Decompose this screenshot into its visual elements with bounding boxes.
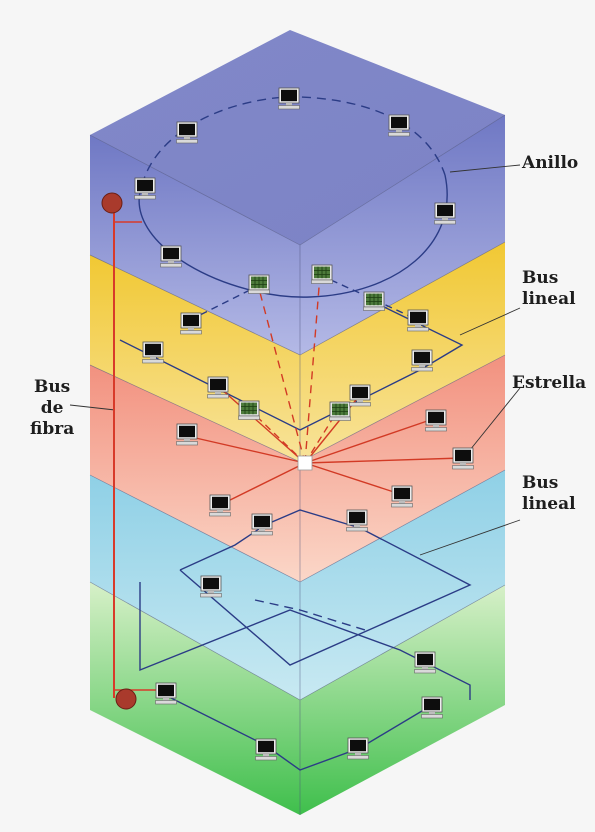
computer-icon [391, 485, 413, 508]
network-lines [69, 96, 521, 771]
layer-star-left [90, 365, 300, 582]
label-bus-top-line2: lineal [522, 289, 576, 309]
cube-top-face [90, 30, 505, 245]
hub-icon [363, 291, 385, 311]
fiber-bus [101, 192, 160, 710]
label-bus-bottom-line1: Bus [522, 473, 559, 493]
layer-bus2-right [300, 470, 505, 700]
computer-icon [411, 349, 433, 372]
computer-icon [176, 121, 198, 144]
computer-icon [349, 384, 371, 407]
leader-fiber [69, 404, 116, 411]
computer-icon [346, 509, 368, 532]
hub-icon [311, 264, 333, 284]
computer-icon [142, 341, 164, 364]
computer-icon [414, 651, 436, 674]
computer-icon [134, 177, 156, 200]
bus-bottom-back [254, 599, 366, 631]
label-bus-top-line1: Bus [522, 268, 559, 288]
computer-icon [200, 575, 222, 598]
computer-icon [421, 696, 443, 719]
layer-ring-right [300, 115, 505, 355]
label-ring-text: Anillo [522, 153, 579, 173]
bus-bottom [179, 509, 472, 666]
computer-icon [388, 114, 410, 137]
layer-green-left [90, 582, 300, 815]
label-fiber-line3: fibra [30, 419, 75, 439]
computer-icon [255, 738, 277, 761]
computer-icon [160, 245, 182, 268]
computer-icon [180, 312, 202, 335]
bus-bottom-ext [139, 582, 471, 700]
fiber-node-bottom [115, 688, 137, 710]
computer-icon [209, 494, 231, 517]
label-bus-bottom: Bus lineal [522, 473, 576, 515]
computer-icon [425, 409, 447, 432]
computer-icon [207, 376, 229, 399]
ring-back [141, 96, 446, 186]
computer-icon [452, 447, 474, 470]
hub-icon [329, 401, 351, 421]
leader-ring [449, 164, 521, 173]
computer-icon [176, 423, 198, 446]
star-hub [297, 455, 313, 471]
label-star: Estrella [512, 373, 586, 394]
layer-bus2-left [90, 475, 300, 700]
layer-bus-right [300, 242, 505, 462]
cube-faces [89, 30, 506, 815]
label-star-text: Estrella [512, 373, 587, 393]
leader-bus-bottom [419, 519, 521, 556]
label-bus-bottom-line2: lineal [522, 494, 576, 514]
label-fiber-line2: de [40, 398, 64, 418]
computer-icon [347, 737, 369, 760]
computer-icon [434, 202, 456, 225]
fiber-node-top [101, 192, 123, 214]
label-fiber: Bus de fibra [30, 377, 74, 440]
hub-icon [238, 400, 260, 420]
label-ring: Anillo [522, 153, 578, 174]
computer-icon [278, 87, 300, 110]
label-bus-top: Bus lineal [522, 268, 576, 310]
bus-green [164, 694, 433, 771]
label-fiber-line1: Bus [33, 377, 71, 397]
leader-star [469, 387, 521, 451]
computer-icon [251, 513, 273, 536]
ring-front [138, 174, 448, 298]
computer-icon [155, 682, 177, 705]
hub-icon [248, 274, 270, 294]
computer-icon [407, 309, 429, 332]
leader-bus-top [459, 307, 521, 336]
